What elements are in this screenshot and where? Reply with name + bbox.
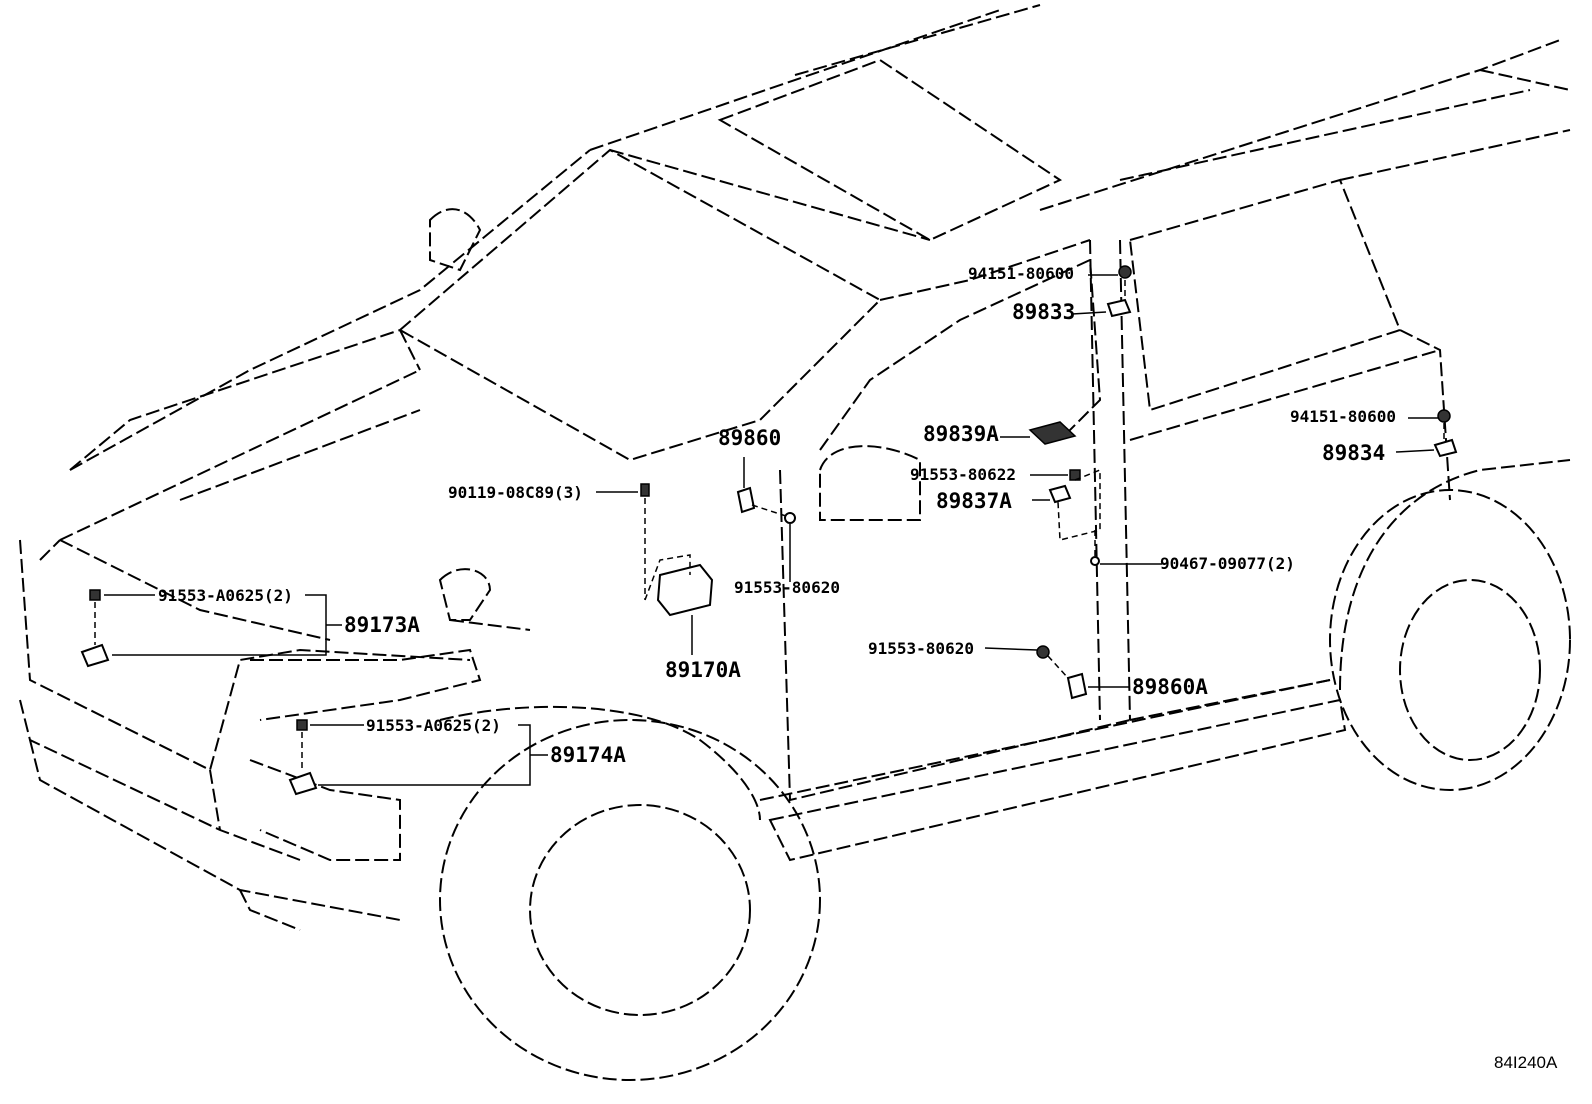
bolt-91553-80620-lower [1036, 645, 1050, 659]
clip-90467 [1090, 556, 1100, 566]
sensor-89833 [1106, 298, 1132, 318]
parts [80, 265, 1458, 796]
diagram-code: 84I240A [1494, 1053, 1558, 1072]
callout-94151-80600-upper: 94151-80600 [968, 264, 1074, 283]
callout-89860: 89860 [718, 426, 782, 450]
bolt-90119 [640, 483, 650, 497]
sensor-89174A [288, 771, 318, 796]
nut-part-1 [1118, 265, 1132, 279]
callout-91553-80620-lower: 91553-80620 [868, 639, 974, 658]
bolt-91553-80620-upper [784, 512, 796, 524]
callout-91553-A0625-lower: 91553-A0625(2) [366, 716, 501, 735]
callout-89170A: 89170A [665, 658, 741, 682]
callout-91553-80620-upper: 91553-80620 [734, 578, 840, 597]
sensor-89860A [1066, 672, 1088, 700]
callout-89833: 89833 [1012, 300, 1076, 324]
vehicle-body [19, 4, 1571, 1081]
callout-89173A: 89173A [344, 613, 420, 637]
callout-89834: 89834 [1322, 441, 1386, 465]
callout-89837A: 89837A [936, 489, 1012, 513]
sensor-89837A [1048, 484, 1072, 504]
callout-91553-80622: 91553-80622 [910, 465, 1016, 484]
callout-91553-A0625-front: 91553-A0625(2) [158, 586, 293, 605]
sensor-89860 [736, 486, 756, 514]
sensor-89173A [80, 643, 110, 668]
callout-89174A: 89174A [550, 743, 626, 767]
sensor-89839A [1028, 421, 1077, 445]
callout-89839A: 89839A [923, 422, 999, 446]
nut-part-2 [1437, 409, 1451, 423]
bolt-91553-A0625-2 [296, 719, 308, 731]
module-89170A [656, 563, 714, 617]
callout-94151-80600-rear: 94151-80600 [1290, 407, 1396, 426]
callout-90119-08C89: 90119-08C89(3) [448, 483, 583, 502]
callout-89860A: 89860A [1132, 675, 1208, 699]
sensor-89834 [1433, 438, 1458, 458]
callout-90467-09077: 90467-09077(2) [1160, 554, 1295, 573]
bolt-91553-A0625-1 [89, 589, 101, 601]
leader-lines [94, 274, 1445, 786]
